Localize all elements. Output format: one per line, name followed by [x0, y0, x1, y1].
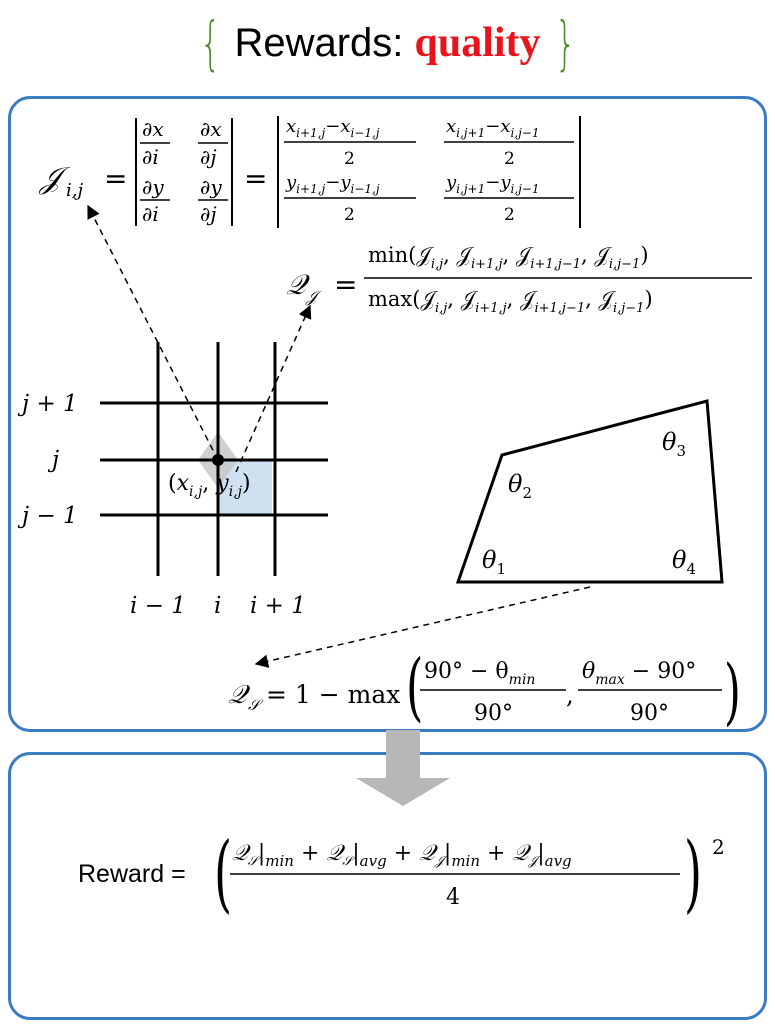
arrow-to-q-j [235, 304, 312, 473]
reward-right-paren: ) [684, 824, 702, 922]
q-s-frac1-num: 90° − θmin [424, 659, 535, 688]
angle-theta-3: θ3 [662, 428, 686, 460]
arrow-to-jacobian [87, 204, 219, 461]
metrics-panel [8, 96, 767, 732]
jacobian-eq1: = [104, 162, 127, 195]
col-label-ip1: i + 1 [250, 593, 306, 619]
quad-shape [455, 399, 724, 584]
reward-numerator: 𝒬𝒮|min + 𝒬𝒮|avg + 𝒬𝒥|min + 𝒬𝒥|avg [232, 841, 572, 870]
entry-11-den: 2 [344, 149, 355, 169]
col-label-im1: i − 1 [130, 593, 186, 619]
entry-22-num: yi,j+1−yi,j−1 [445, 172, 540, 196]
partial-di-1: ∂i [142, 145, 159, 169]
q-s-formula: 𝒬 𝒮 = 1 − max ( 90° − θmin 90° , θmax − … [228, 644, 741, 734]
q-s-right-paren: ) [724, 651, 741, 735]
title-prefix: Rewards: [234, 21, 415, 65]
partial-dy-2: ∂y [200, 175, 222, 199]
jacobian-lhs-sub: i,j [66, 180, 83, 201]
mesh-grid: j + 1 j j − 1 i − 1 i i + 1 (xi,j, yi,j) [17, 204, 328, 619]
title-highlight: quality [414, 20, 541, 66]
q-s-frac2-num: θmax − 90° [582, 659, 696, 688]
q-s-lhs-sub: 𝒮 [248, 696, 264, 714]
partial-di-2: ∂i [142, 202, 159, 226]
partial-dj-2: ∂j [200, 202, 217, 226]
row-label-jp1: j + 1 [17, 391, 78, 417]
entry-22-den: 2 [504, 205, 515, 225]
q-j-numerator: min(𝒥i,j, 𝒥i+1,j, 𝒥i+1,j−1, 𝒥i,j−1) [368, 243, 649, 272]
page-title: Rewards: quality [228, 19, 546, 67]
entry-12-den: 2 [504, 149, 515, 169]
entry-12-num: xi,j+1−xi,j−1 [446, 116, 540, 140]
entry-21-num: yi+1,j−yi−1,j [285, 172, 380, 196]
quadrilateral: θ1 θ2 θ3 θ4 [254, 399, 724, 668]
angle-theta-1: θ1 [482, 546, 506, 578]
right-brace: } [554, 9, 576, 77]
reward-exponent: 2 [712, 835, 725, 859]
q-s-prefix: = 1 − max [266, 680, 400, 709]
flow-arrow-down [356, 730, 450, 806]
partial-dj-1: ∂j [200, 145, 217, 169]
title-bar: { Rewards: quality } [0, 8, 775, 78]
q-s-lhs: 𝒬 [228, 680, 251, 710]
partial-dy-1: ∂y [142, 175, 164, 199]
q-j-formula: 𝒬 𝒥 = min(𝒥i,j, 𝒥i+1,j, 𝒥i+1,j−1, 𝒥i,j−1… [286, 243, 752, 316]
angle-theta-4: θ4 [672, 546, 696, 578]
q-s-frac2-den: 90° [630, 701, 669, 726]
q-s-comma: , [566, 681, 574, 709]
q-j-lhs: 𝒬 [286, 268, 310, 301]
jacobian-formula: 𝒥 i,j = ∂x ∂i ∂x ∂j ∂y ∂i ∂y ∂j = xi+1,j… [38, 116, 581, 228]
partial-dx-2: ∂x [200, 117, 222, 141]
left-brace: { [199, 9, 221, 77]
reward-lhs: Reward = [78, 860, 186, 888]
entry-21-den: 2 [344, 205, 355, 225]
reward-left-paren: ( [214, 824, 232, 922]
angle-theta-2: θ2 [508, 470, 532, 502]
arrow-to-q-s [254, 586, 591, 668]
partial-dx-1: ∂x [142, 117, 164, 141]
q-j-denominator: max(𝒥i,j, 𝒥i+1,j, 𝒥i+1,j−1, 𝒥i,j−1) [368, 287, 653, 316]
jacobian-eq2: = [244, 162, 267, 195]
reward-denominator: 4 [446, 885, 460, 910]
col-label-i: i [214, 593, 221, 619]
point-label: (xi,j, yi,j) [168, 471, 251, 500]
row-label-jm1: j − 1 [17, 503, 78, 529]
q-j-eq: = [334, 268, 357, 301]
q-j-lhs-sub: 𝒥 [305, 287, 323, 306]
q-s-left-paren: ( [406, 644, 423, 730]
entry-11-num: xi+1,j−xi−1,j [286, 116, 380, 140]
row-label-j: j [47, 447, 59, 473]
reward-formula: Reward = ( 𝒬𝒮|min + 𝒬𝒮|avg + 𝒬𝒥|min + 𝒬𝒥… [78, 824, 725, 922]
q-s-frac1-den: 90° [474, 701, 513, 726]
